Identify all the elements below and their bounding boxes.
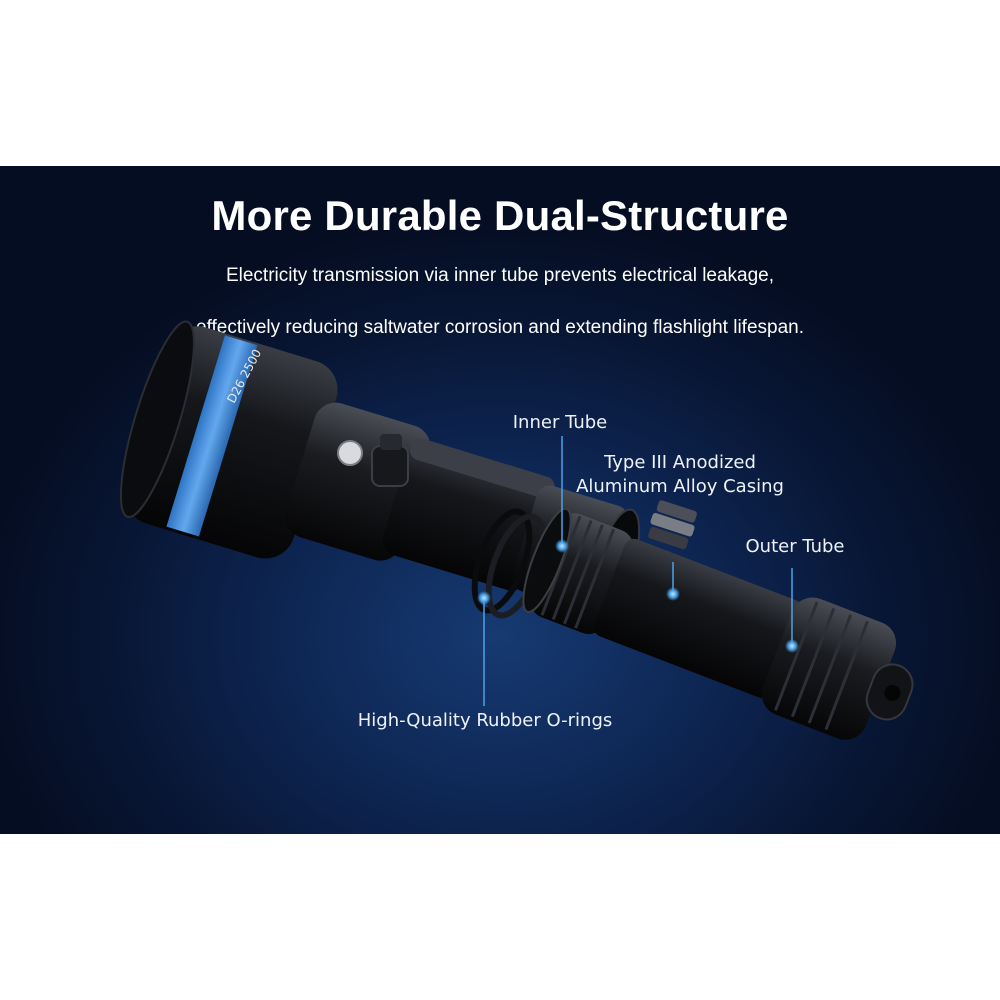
- callout-dots: [477, 539, 799, 653]
- flashlight-exploded-illustration: D26 2500: [119, 320, 914, 740]
- callout-dot-outer-tube: [785, 639, 799, 653]
- rotary-switch-knob: [371, 445, 409, 487]
- callout-label-orings: High-Quality Rubber O-rings: [357, 710, 613, 731]
- callout-label-inner-tube: Inner Tube: [512, 412, 608, 433]
- callout-dot-casing: [666, 587, 680, 601]
- banner-title: More Durable Dual-Structure: [211, 192, 789, 239]
- callout-dot-orings: [477, 591, 491, 605]
- side-button: [337, 440, 363, 466]
- callout-label-casing: Type III Anodized Aluminum Alloy Casing: [560, 451, 800, 499]
- callout-label-casing-line-2: Aluminum Alloy Casing: [576, 476, 784, 497]
- callout-label-outer-tube: Outer Tube: [745, 536, 845, 557]
- casing-sample-pieces: [648, 500, 697, 550]
- callout-label-casing-line-1: Type III Anodized: [604, 452, 756, 473]
- banner-subtitle-line-2: effectively reducing saltwater corrosion…: [196, 317, 804, 338]
- callout-dot-inner-tube: [555, 539, 569, 553]
- battery-tube-assembly: [522, 507, 914, 740]
- banner-subtitle-line-1: Electricity transmission via inner tube …: [225, 265, 775, 286]
- feature-banner: More Durable Dual-Structure Electricity …: [0, 166, 1000, 834]
